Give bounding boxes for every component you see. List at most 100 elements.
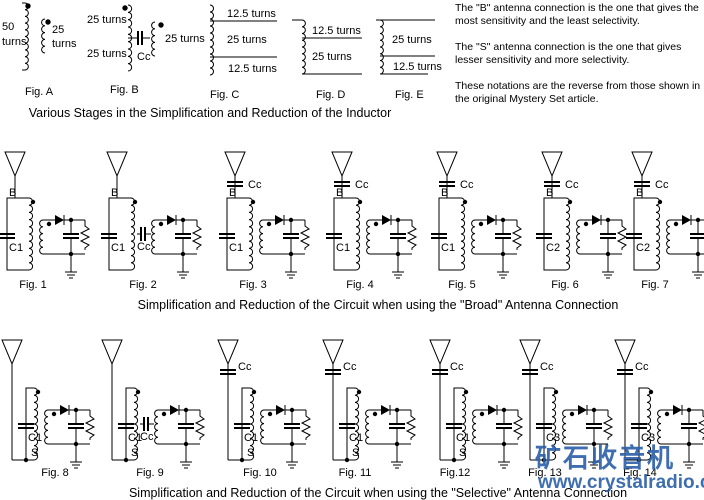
tuning-cap-label: C1 [28,432,42,444]
ground-icon [70,461,82,469]
figA-label: Fig. A [25,86,54,98]
note-b-connection: The "B" antenna connection is the one th… [455,2,699,27]
coil-inductor [576,219,581,255]
coil-inductor [657,409,662,445]
ground-icon [177,271,189,279]
figB-coupling: Cc [137,51,151,63]
figE-bottom: 12.5 turns [393,61,442,73]
junction-dot [373,221,379,227]
connection-label-s: S [131,447,138,459]
antenna-icon [436,151,458,178]
diode-icon [55,215,64,225]
selective-caption: Simplification and Reduction of the Circ… [129,486,627,500]
coil-inductor [655,197,661,271]
figC-label: Fig. C [210,89,239,101]
figE-top: 25 turns [392,34,432,46]
figC-bottom: 12.5 turns [228,63,277,75]
junction-dot [648,389,654,395]
figure-label: Fig.12 [440,467,471,479]
figure-label: Fig. 14 [623,467,657,479]
junction-dot [357,199,363,205]
coupling-cap-label: Cc [140,431,154,443]
tuning-cap-label: C1 [336,242,350,254]
antenna-icon [429,339,451,366]
coupling-cap-label: Cc [238,361,252,373]
figA-primary-bottom: turns [2,36,27,48]
antenna-icon [519,339,541,366]
junction-dot [657,199,663,205]
figure-label: Fig. 9 [136,467,164,479]
ground-icon [65,271,77,279]
junction-dot [251,389,257,395]
coil-inductor [259,219,264,255]
coil-inductor [24,2,29,71]
diode-icon [592,215,601,225]
resistor-icon [300,410,312,440]
ground-icon [588,461,600,469]
junction-dot [583,221,589,227]
coil-inductor [209,4,214,76]
connection-label-b: B [546,187,553,199]
resistor-icon [194,410,206,440]
coil-inductor [301,19,306,75]
coupling-cap-label: Cc [460,179,474,191]
junction-dot [479,411,485,417]
diode-icon [381,405,390,415]
coupling-cap-label: Cc [137,241,151,253]
junction-dot [132,199,138,205]
resistor-icon [84,410,96,440]
figB-upper: 25 turns [87,14,127,26]
coupling-cap-label: Cc [540,361,554,373]
coil-inductor [666,219,671,255]
junction-dot [553,389,559,395]
connection-label-b: B [441,187,448,199]
coupling-cap-label: Cc [355,179,369,191]
connection-label-s: S [459,447,466,459]
figure-label: Fig. 3 [239,279,267,291]
junction-dot [122,5,128,11]
coil-inductor [44,409,49,445]
figC-top: 12.5 turns [227,8,276,20]
resistor-icon [79,220,91,250]
junction-dot [30,199,36,205]
junction-dot [664,411,670,417]
figD-top: 12.5 turns [312,25,361,37]
coil-inductor [379,19,384,75]
coupling-cap-label: Cc [450,361,464,373]
junction-dot [158,221,164,227]
coupling-cap-label: Cc [655,179,669,191]
inductor-caption: Various Stages in the Simplification and… [29,106,391,120]
junction-dot [567,199,573,205]
junction-dot [161,411,167,417]
coil-inductor [151,219,156,255]
resistor-icon [511,220,523,250]
connection-label-b: B [9,187,16,199]
coupling-cap-label: Cc [565,179,579,191]
figC-middle: 25 turns [227,34,267,46]
diode-icon [275,215,284,225]
figure-label: Fig. 11 [339,467,372,479]
figE-label: Fig. E [395,89,424,101]
coil-inductor [365,409,370,445]
coil-inductor [471,219,476,255]
connection-label-b: B [636,187,643,199]
diode-icon [488,405,497,415]
figB-secondary: 25 turns [165,33,205,45]
figure-label: Fig. 13 [528,467,562,479]
watermark-chinese: 矿石收音机 [535,443,676,473]
tuning-cap-label: C1 [441,242,455,254]
junction-dot [135,389,141,395]
resistor-icon [299,220,311,250]
figure-label: Fig. 10 [243,467,277,479]
